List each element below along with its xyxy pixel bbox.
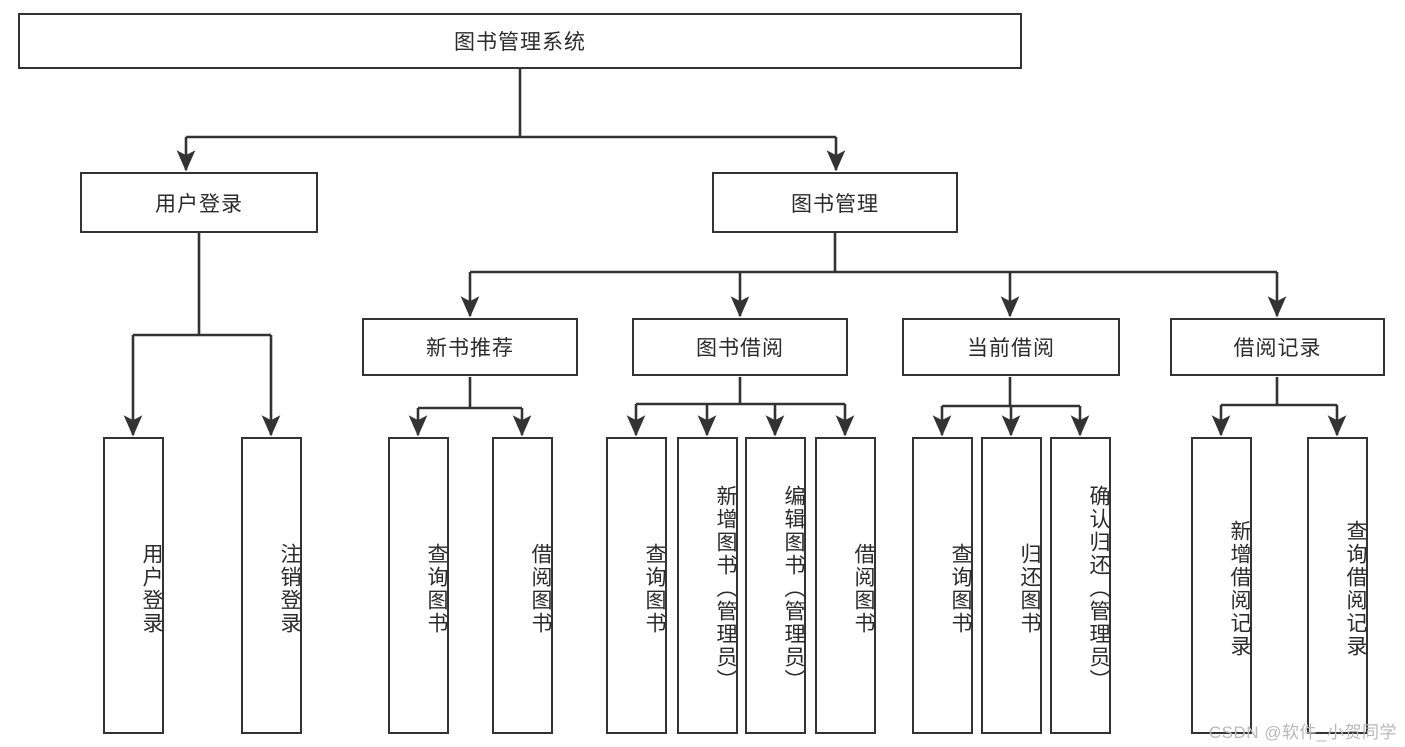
node-leaf-borrow-book-1[interactable]: 借阅图书 — [492, 437, 553, 734]
node-leaf-user-logout-label: 注销登录 — [278, 542, 301, 635]
node-leaf-query-book-1[interactable]: 查询图书 — [388, 437, 449, 734]
node-new-book-recommend[interactable]: 新书推荐 — [362, 318, 578, 376]
csdn-watermark: CSDN @软件_小贺同学 — [1208, 723, 1397, 742]
node-root-label: 图书管理系统 — [454, 31, 586, 54]
node-current-borrow-label: 当前借阅 — [967, 337, 1055, 360]
node-leaf-query-book-2-label: 查询图书 — [643, 542, 666, 635]
node-leaf-borrow-book-2[interactable]: 借阅图书 — [815, 437, 876, 734]
node-borrow-record[interactable]: 借阅记录 — [1170, 318, 1385, 376]
node-leaf-edit-book[interactable]: 编辑图书（管理员） — [745, 437, 806, 734]
node-leaf-confirm-return[interactable]: 确认归还（管理员） — [1050, 437, 1111, 734]
node-leaf-confirm-return-label: 确认归还（管理员） — [1087, 485, 1110, 692]
node-leaf-return-book[interactable]: 归还图书 — [981, 437, 1042, 734]
node-root[interactable]: 图书管理系统 — [18, 13, 1022, 69]
node-new-book-recommend-label: 新书推荐 — [426, 337, 514, 360]
node-leaf-query-book-3-label: 查询图书 — [949, 542, 972, 635]
node-book-borrow-label: 图书借阅 — [696, 337, 784, 360]
node-leaf-add-record[interactable]: 新增借阅记录 — [1191, 437, 1252, 734]
node-leaf-add-book[interactable]: 新增图书（管理员） — [677, 437, 738, 734]
node-book-borrow[interactable]: 图书借阅 — [632, 318, 848, 376]
node-leaf-borrow-book-2-label: 借阅图书 — [852, 542, 875, 635]
node-leaf-borrow-book-1-label: 借阅图书 — [529, 542, 552, 635]
node-leaf-query-record-label: 查询借阅记录 — [1344, 519, 1367, 658]
node-current-borrow[interactable]: 当前借阅 — [902, 318, 1120, 376]
node-user-login-label: 用户登录 — [155, 192, 243, 216]
node-borrow-record-label: 借阅记录 — [1233, 337, 1322, 360]
node-user-login[interactable]: 用户登录 — [80, 172, 318, 233]
node-leaf-user-login[interactable]: 用户登录 — [103, 437, 164, 734]
node-leaf-add-book-label: 新增图书（管理员） — [714, 485, 737, 692]
node-leaf-query-book-2[interactable]: 查询图书 — [606, 437, 667, 734]
node-book-manage[interactable]: 图书管理 — [712, 172, 958, 233]
node-leaf-user-logout[interactable]: 注销登录 — [241, 437, 302, 734]
node-leaf-edit-book-label: 编辑图书（管理员） — [782, 485, 805, 692]
node-leaf-query-record[interactable]: 查询借阅记录 — [1307, 437, 1368, 734]
node-leaf-query-book-1-label: 查询图书 — [425, 542, 448, 635]
node-leaf-user-login-label: 用户登录 — [140, 542, 163, 635]
node-leaf-query-book-3[interactable]: 查询图书 — [912, 437, 973, 734]
node-leaf-add-record-label: 新增借阅记录 — [1228, 519, 1251, 658]
node-book-manage-label: 图书管理 — [791, 192, 879, 216]
node-leaf-return-book-label: 归还图书 — [1018, 542, 1041, 635]
